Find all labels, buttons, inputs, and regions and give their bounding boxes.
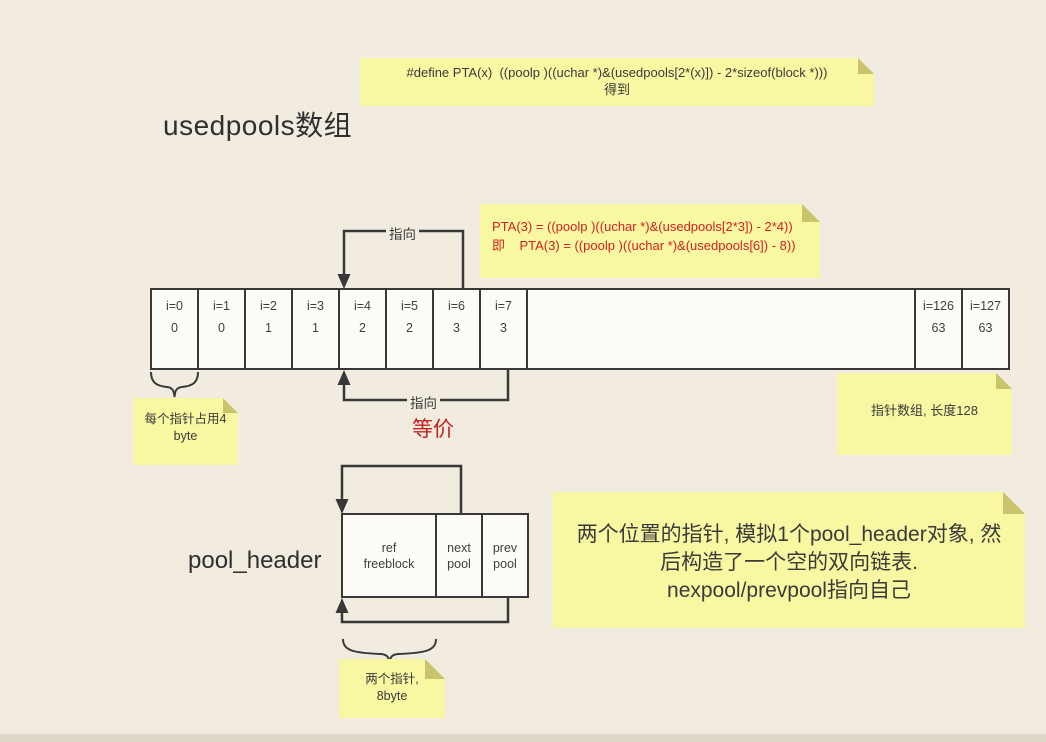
brace-pointer-size: [150, 371, 199, 398]
points-to-label-top: 指向: [386, 222, 419, 244]
struct-cell-ref-freeblock: ref freeblock: [341, 513, 437, 598]
note-pta3-expansion: PTA(3) = ((poolp )((uchar *)&(usedpools[…: [480, 204, 820, 278]
pool-header-label: pool_header: [188, 547, 322, 574]
note-fold: [802, 204, 820, 222]
page-title: usedpools数组: [163, 110, 353, 141]
arrow-nextpool-to-self: [335, 464, 463, 514]
points-to-label-bottom: 指向: [407, 391, 440, 413]
note-doubly-linked-list: 两个位置的指针, 模拟1个pool_header对象, 然 后构造了一个空的双向…: [553, 492, 1025, 628]
note-array-length: 指针数组, 长度128: [837, 373, 1012, 455]
note-fold: [425, 659, 445, 679]
note-fold: [858, 58, 874, 74]
note-define-pta: #define PTA(x) ((poolp )((uchar *)&(used…: [360, 58, 874, 106]
pool-header-struct: ref freeblock next pool prev pool: [341, 513, 529, 598]
note-fold: [1003, 492, 1025, 514]
note-fold: [996, 373, 1012, 389]
bottom-edge-strip: [0, 734, 1046, 742]
define-dedao-line: 得到: [603, 82, 630, 97]
pta3-line1: PTA(3) = ((poolp )((uchar *)&(usedpools[…: [492, 219, 793, 234]
note-two-pointers: 两个指针, 8byte: [339, 659, 445, 718]
define-code-line: #define PTA(x) ((poolp )((uchar *)&(used…: [406, 65, 828, 80]
equivalent-label: 等价: [412, 418, 454, 441]
note-pointer-size: 每个指针占用4 byte: [133, 398, 238, 465]
arrow-prevpool-to-self: [335, 597, 510, 624]
struct-cell-prevpool: prev pool: [481, 513, 529, 598]
struct-cell-nextpool: next pool: [435, 513, 483, 598]
note-fold: [223, 398, 238, 413]
pta3-line2: 即 PTA(3) = ((poolp )((uchar *)&(usedpool…: [492, 238, 796, 253]
array-gap-cell: [526, 288, 916, 370]
